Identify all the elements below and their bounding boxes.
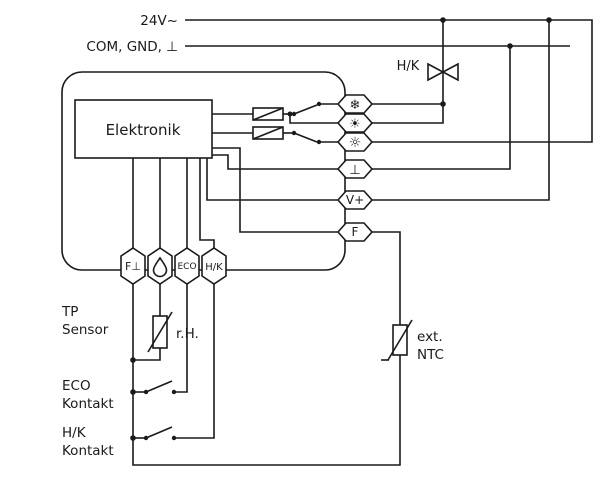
contact-dot bbox=[143, 435, 149, 441]
terminal-eco-input: ECO bbox=[174, 247, 200, 285]
terminal-cool-output: ❄ bbox=[336, 94, 374, 114]
terminal-shape bbox=[336, 159, 374, 179]
contact-arm bbox=[293, 132, 318, 143]
tp-sensor-label-line2: Sensor bbox=[62, 322, 109, 338]
f-ground-label: F⊥ bbox=[125, 260, 141, 273]
terminal-aux-output: ☼ bbox=[336, 132, 374, 152]
relay-symbol bbox=[252, 107, 284, 121]
wire-vplus-branch bbox=[372, 20, 550, 201]
wire bbox=[289, 114, 338, 124]
contact-arm bbox=[145, 380, 173, 393]
contact-dot bbox=[171, 435, 177, 441]
junction-dot bbox=[287, 111, 293, 117]
wire bbox=[174, 284, 188, 393]
eco-kontakt-label-line1: ECO bbox=[62, 378, 91, 394]
contact-dot bbox=[316, 101, 322, 107]
hk-terminal-label: H/K bbox=[205, 262, 223, 273]
relay-symbol bbox=[252, 126, 284, 140]
terminal-sensor-ground: F⊥ bbox=[120, 247, 146, 285]
rh-sensor-label: r.H. bbox=[176, 326, 199, 342]
terminal-shape bbox=[336, 222, 374, 242]
wire bbox=[212, 154, 338, 170]
junction-dot bbox=[507, 43, 513, 49]
terminal-shape bbox=[336, 190, 374, 210]
hk-kontakt-label-line2: Kontakt bbox=[62, 443, 114, 459]
hk-valve-label: H/K bbox=[397, 59, 420, 74]
terminal-sensor-f: F bbox=[336, 222, 374, 242]
hk-kontakt-label-line1: H/K bbox=[62, 425, 87, 441]
ext-ntc-label-line1: ext. bbox=[417, 329, 443, 345]
terminal-shape bbox=[336, 113, 374, 133]
vplus-label: V+ bbox=[346, 193, 364, 207]
snowflake-icon: ❄ bbox=[350, 98, 361, 113]
junction-dot bbox=[440, 101, 446, 107]
eco-kontakt-label-line2: Kontakt bbox=[62, 396, 114, 412]
wire bbox=[206, 158, 338, 201]
junction-dot bbox=[130, 357, 136, 363]
contact-arm bbox=[293, 104, 318, 115]
junction-dot bbox=[546, 17, 552, 23]
wire-24v-supply bbox=[185, 19, 593, 143]
contact-dot bbox=[171, 389, 177, 395]
wire bbox=[212, 147, 338, 233]
terminal-shape bbox=[336, 94, 374, 114]
terminal-hk-input: H/K bbox=[201, 247, 227, 285]
elektronik-label: Elektronik bbox=[106, 121, 181, 139]
elektronik-box bbox=[74, 99, 213, 159]
contact-dot bbox=[143, 389, 149, 395]
terminal-heat-output: ☀ bbox=[336, 113, 374, 133]
wire-sensor-f-branch bbox=[372, 231, 401, 325]
junction-dot bbox=[130, 389, 136, 395]
eco-terminal-label: ECO bbox=[177, 262, 196, 272]
ground-icon: ⊥ bbox=[349, 163, 360, 178]
contact-arm bbox=[145, 426, 173, 439]
sun-filled-icon: ☀ bbox=[349, 117, 361, 132]
f-terminal-label: F bbox=[352, 225, 359, 239]
terminal-shape bbox=[201, 247, 227, 285]
terminal-shape bbox=[120, 247, 146, 285]
tp-sensor-label-line1: TP bbox=[61, 304, 78, 320]
contact-dot bbox=[291, 111, 297, 117]
terminal-humidity-input bbox=[147, 247, 173, 285]
sun-outline-icon: ☼ bbox=[349, 135, 362, 151]
hk-valve-icon bbox=[427, 62, 459, 82]
wire-ground-branch bbox=[372, 46, 511, 170]
wire bbox=[174, 284, 215, 439]
terminal-shape bbox=[174, 247, 200, 285]
terminal-shape bbox=[336, 132, 374, 152]
contact-dot bbox=[316, 139, 322, 145]
supply-com-gnd-label: COM, GND, ⊥ bbox=[86, 39, 178, 55]
junction-dot bbox=[130, 435, 136, 441]
droplet-icon bbox=[152, 256, 168, 278]
wire bbox=[199, 158, 215, 248]
humidity-sensor-symbol bbox=[147, 311, 173, 353]
contact-dot bbox=[291, 130, 297, 136]
junction-dot bbox=[440, 17, 446, 23]
terminal-vplus: V+ bbox=[336, 190, 374, 210]
terminal-ground: ⊥ bbox=[336, 159, 374, 179]
wire-sensor-common-rail bbox=[132, 284, 401, 466]
supply-24v-label: 24V~ bbox=[140, 13, 178, 29]
ntc-thermistor-symbol bbox=[381, 319, 413, 361]
ext-ntc-label-line2: NTC bbox=[417, 347, 444, 363]
wire bbox=[133, 348, 161, 361]
wire-valve-feed bbox=[372, 20, 444, 124]
